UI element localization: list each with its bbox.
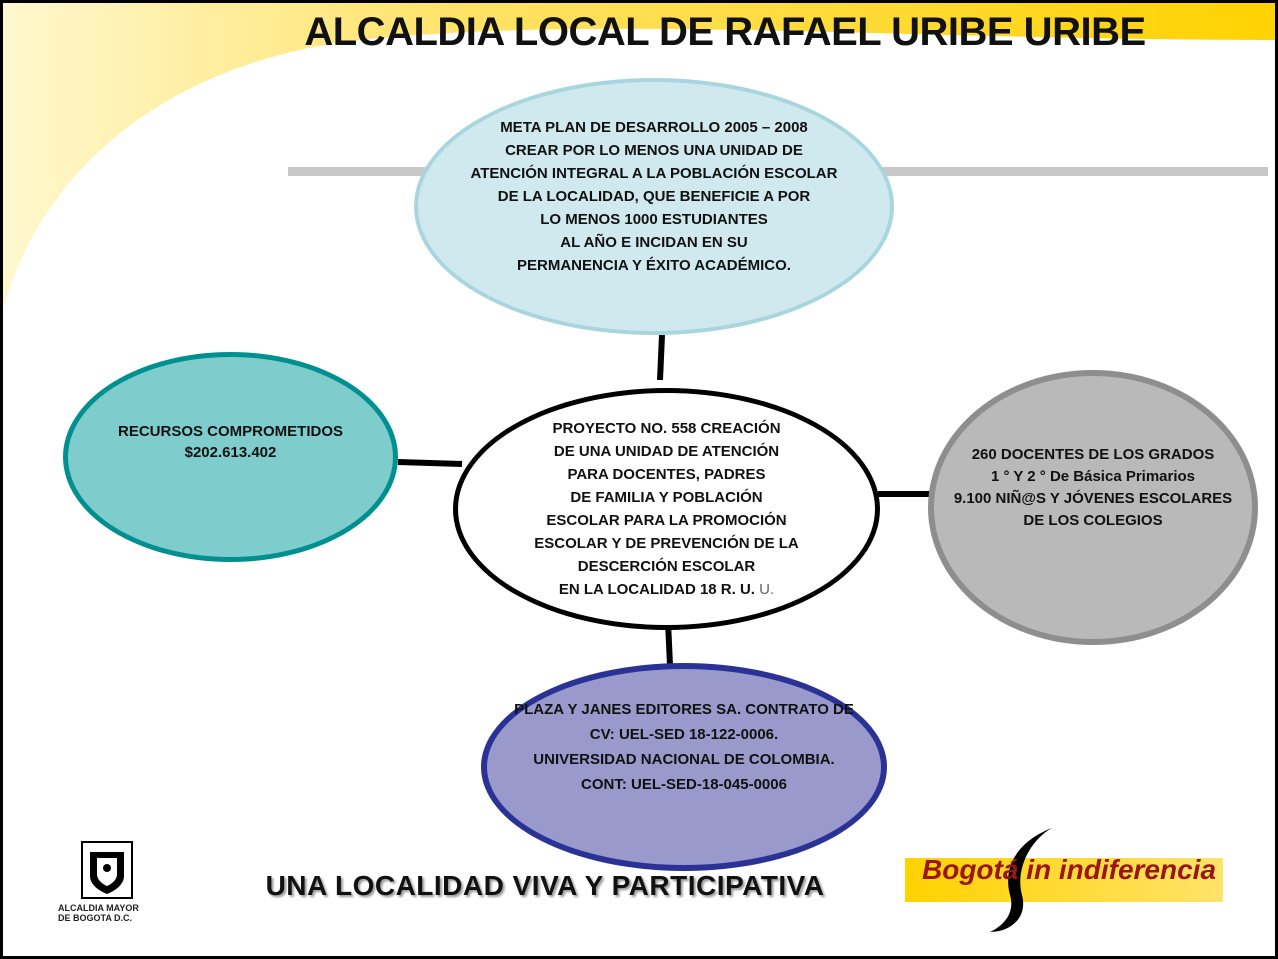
- bogota-s-swoosh: [990, 828, 1052, 932]
- plaza-node: PLAZA Y JANES EDITORES SA. CONTRATO DE C…: [481, 663, 887, 871]
- connector-top: [657, 334, 665, 381]
- proyecto-text-tail: U.: [754, 581, 775, 598]
- page-title: ALCALDIA LOCAL DE RAFAEL URIBE URIBE: [304, 10, 1146, 54]
- docentes-node: 260 DOCENTES DE LOS GRADOS 1 ° Y 2 ° De …: [928, 370, 1258, 645]
- recursos-text: RECURSOS COMPROMETIDOS $202.613.402: [117, 423, 343, 461]
- plaza-text: PLAZA Y JANES EDITORES SA. CONTRATO DE C…: [514, 701, 854, 793]
- yellow-swoosh: [0, 3, 1278, 320]
- connector-left: [397, 459, 463, 467]
- proyecto-node: PROYECTO NO. 558 CREACIÓN DE UNA UNIDAD …: [453, 388, 880, 630]
- footer-yellow-band: [905, 858, 1223, 902]
- coat-of-arms-icon: [81, 841, 133, 899]
- footer-slogan: UNA LOCALIDAD VIVA Y PARTICIPATIVA: [265, 870, 825, 901]
- docentes-text: 260 DOCENTES DE LOS GRADOS 1 ° Y 2 ° De …: [953, 445, 1233, 529]
- meta-plan-text: META PLAN DE DESARROLLO 2005 – 2008 CREA…: [470, 119, 838, 274]
- meta-plan-node: META PLAN DE DESARROLLO 2005 – 2008 CREA…: [414, 78, 894, 335]
- recursos-node: RECURSOS COMPROMETIDOS $202.613.402: [63, 352, 398, 562]
- alcaldia-logo-text: ALCALDIA MAYOR DE BOGOTA D.C.: [58, 903, 139, 923]
- proyecto-text: PROYECTO NO. 558 CREACIÓN DE UNA UNIDAD …: [534, 420, 799, 598]
- bogota-sin-indiferencia-logo: Bogotá in indiferencia: [922, 854, 1217, 885]
